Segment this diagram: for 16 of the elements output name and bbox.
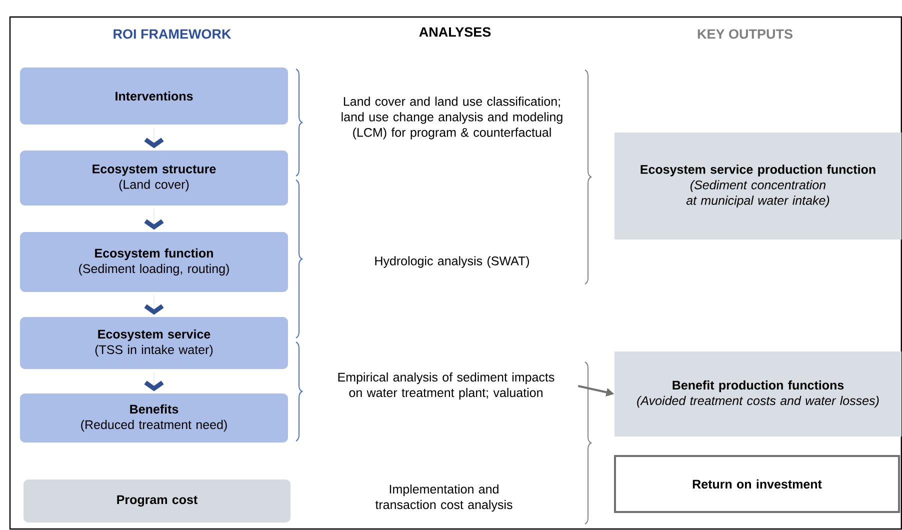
column-heading: ROI FRAMEWORK: [114, 29, 232, 39]
process-box: Interventions: [20, 68, 288, 124]
analysis-text: Implementation and transaction cost analysis: [375, 484, 512, 512]
process-box: Ecosystem service (TSS in intake water): [20, 317, 288, 369]
output-box: Return on investment: [614, 455, 900, 513]
column-heading: ANALYSES: [419, 27, 491, 37]
output-box: Benefit production functions (Avoided treatment costs and water losses): [614, 352, 902, 436]
process-box: Program cost: [24, 480, 290, 522]
output-box: Ecosystem service production function (Sediment concentration at municipal water intake): [614, 132, 902, 240]
analysis-text: Hydrologic analysis (SWAT): [375, 256, 529, 268]
analysis-text: Land cover and land use classification; land use change analysis and modeling (LCM) for program & counterfactual: [342, 96, 562, 140]
analysis-text: Empirical analysis of sediment impacts on water treatment plant; valuation: [338, 372, 554, 400]
process-box: Ecosystem structure (Land cover): [20, 150, 288, 206]
process-box: Ecosystem function (Sediment loading, routing): [20, 232, 288, 292]
column-heading: KEY OUTPUTS: [698, 29, 792, 39]
process-box: Benefits (Reduced treatment need): [20, 394, 288, 442]
